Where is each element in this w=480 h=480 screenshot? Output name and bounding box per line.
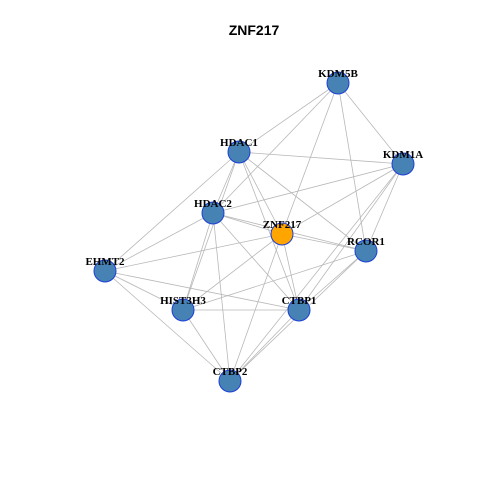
node-znf217[interactable] [270, 222, 294, 246]
node-label-hdac1: HDAC1 [220, 137, 258, 149]
edge-kdm5b-kdm1a [337, 82, 404, 165]
node-hdac1[interactable] [227, 140, 251, 164]
edge-hdac2-ehmt2 [104, 212, 214, 272]
node-label-rcor1: RCOR1 [347, 236, 385, 248]
node-kdm5b[interactable] [326, 71, 350, 95]
edge-rcor1-hist3h3 [182, 250, 367, 311]
node-kdm1a[interactable] [391, 152, 415, 176]
edge-hdac1-hist3h3 [182, 151, 240, 311]
edges-layer [104, 82, 404, 382]
edge-hdac1-rcor1 [238, 151, 367, 252]
edge-hdac2-znf217 [212, 212, 283, 235]
edge-kdm5b-hdac1 [238, 82, 339, 153]
edge-hdac1-kdm1a [238, 151, 404, 165]
node-label-znf217: ZNF217 [263, 219, 302, 231]
edge-hdac1-znf217 [238, 151, 283, 235]
node-label-ehmt2: EHMT2 [85, 256, 125, 268]
node-label-kdm5b: KDM5B [318, 68, 358, 80]
edge-ehmt2-hist3h3 [104, 270, 184, 311]
edge-hdac1-ctbp1 [238, 151, 300, 311]
edge-kdm5b-znf217 [281, 82, 339, 235]
node-label-ctbp2: CTBP2 [213, 366, 248, 378]
edge-kdm1a-ctbp2 [229, 163, 404, 382]
edge-ehmt2-ctbp2 [104, 270, 231, 382]
edge-rcor1-ctbp1 [298, 250, 367, 311]
edge-ehmt2-ctbp1 [104, 270, 300, 311]
edge-znf217-ctbp1 [281, 233, 300, 311]
edge-hdac2-ctbp2 [212, 212, 231, 382]
edge-znf217-hist3h3 [182, 233, 283, 311]
node-label-hdac2: HDAC2 [194, 198, 232, 210]
edge-hdac2-hist3h3 [182, 212, 214, 311]
edge-znf217-ctbp2 [229, 233, 283, 382]
node-hist3h3[interactable] [171, 298, 195, 322]
edge-kdm5b-hdac2 [212, 82, 339, 214]
nodes-layer [93, 71, 415, 393]
edge-kdm1a-rcor1 [365, 163, 404, 252]
diagram-title: ZNF217 [229, 22, 280, 38]
edge-znf217-rcor1 [281, 233, 367, 252]
edge-kdm5b-rcor1 [337, 82, 367, 252]
node-ehmt2[interactable] [93, 259, 117, 283]
edge-hdac2-ctbp1 [212, 212, 300, 311]
edge-znf217-ehmt2 [104, 233, 283, 272]
node-label-kdm1a: KDM1A [383, 149, 423, 161]
edge-ctbp1-ctbp2 [229, 309, 300, 382]
node-label-hist3h3: HIST3H3 [160, 295, 206, 307]
edge-hdac1-ehmt2 [104, 151, 240, 272]
edge-hist3h3-ctbp2 [182, 309, 231, 382]
node-ctbp2[interactable] [218, 369, 242, 393]
node-hdac2[interactable] [201, 201, 225, 225]
node-rcor1[interactable] [354, 239, 378, 263]
node-label-ctbp1: CTBP1 [282, 295, 317, 307]
edge-kdm1a-hdac2 [212, 163, 404, 214]
node-ctbp1[interactable] [287, 298, 311, 322]
edge-kdm1a-ctbp1 [298, 163, 404, 311]
edge-kdm1a-znf217 [281, 163, 404, 235]
